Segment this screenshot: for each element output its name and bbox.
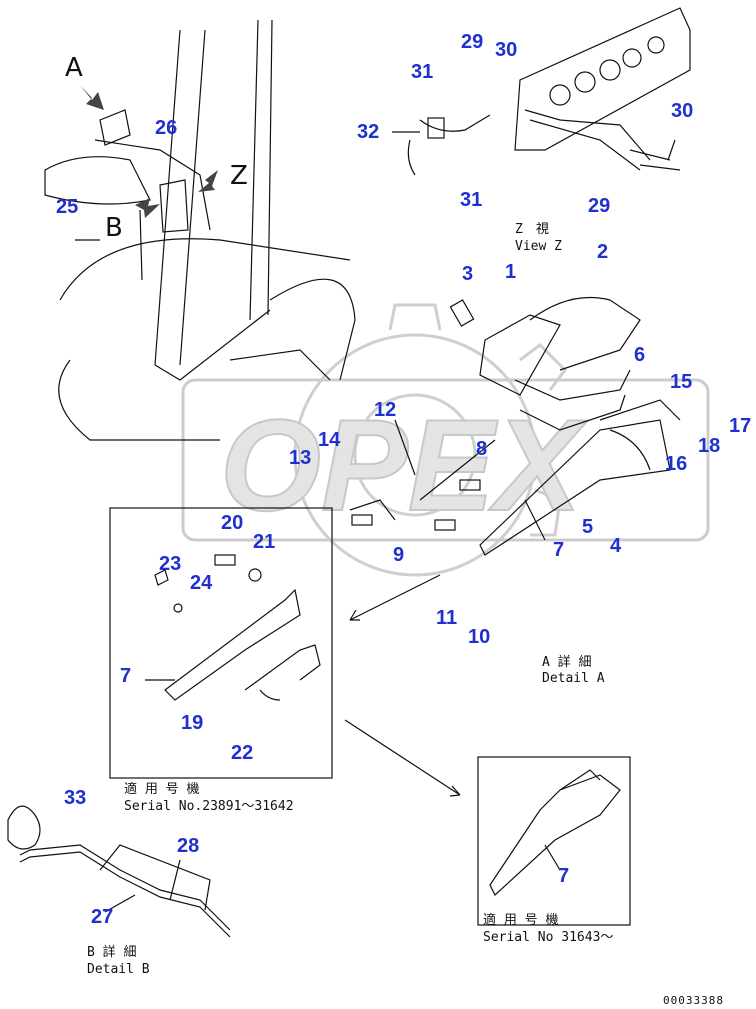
detail-box-serial-2 (477, 756, 631, 926)
callout-24: 24 (190, 572, 213, 594)
detail-b-drawing (7, 805, 231, 938)
callout-10: 10 (468, 626, 491, 648)
arrow-b (135, 198, 160, 218)
leader-7 (524, 499, 546, 541)
view-z-en: View Z (515, 239, 562, 254)
callout-14: 14 (318, 429, 341, 451)
letter-a: A (65, 53, 83, 83)
arrow-z (198, 170, 218, 192)
callout-5: 5 (582, 516, 594, 538)
watermark-frame (181, 378, 710, 542)
detail-a-jp: A 詳 細 (542, 655, 592, 670)
detail-box-serial-1 (109, 507, 333, 779)
leader-30b (667, 139, 676, 161)
callout-31a: 31 (411, 61, 434, 83)
callout-2: 2 (597, 241, 609, 263)
instrument-panel (407, 7, 691, 176)
callout-12: 12 (374, 399, 397, 421)
callout-23: 23 (159, 553, 182, 575)
leader-12 (394, 419, 416, 476)
callout-16: 16 (665, 453, 688, 475)
main-assembly (349, 296, 681, 556)
serial-2-en: Serial No 31643～ (483, 930, 614, 945)
callout-21: 21 (253, 531, 276, 553)
callout-22: 22 (231, 742, 254, 764)
callout-19: 19 (181, 712, 204, 734)
view-z-jp: Z 視 (515, 222, 549, 237)
callout-7b: 7 (120, 665, 132, 687)
serial-1-jp: 適 用 号 機 (124, 782, 200, 797)
callout-8: 8 (476, 438, 488, 460)
callout-33: 33 (64, 787, 87, 809)
callout-17: 17 (729, 415, 752, 437)
arrow-a (80, 85, 104, 110)
callout-26: 26 (155, 117, 178, 139)
serial-1-en: Serial No.23891～31642 (124, 799, 294, 814)
arrow-to-serial-1 (349, 574, 441, 621)
callout-18: 18 (698, 435, 721, 457)
detail-b-jp: B 詳 細 (87, 945, 137, 960)
detail-b-en: Detail B (87, 962, 150, 977)
callout-4: 4 (610, 535, 622, 557)
callout-20: 20 (221, 512, 244, 534)
callout-11: 11 (436, 607, 458, 629)
callout-15: 15 (670, 371, 693, 393)
arrow-to-serial-2 (344, 719, 461, 797)
bracket-new (489, 769, 621, 896)
serial-2-jp: 適 用 号 機 (483, 913, 559, 928)
letter-b: B (105, 213, 123, 243)
drawing-code: 00033388 (663, 994, 724, 1007)
callout-25: 25 (56, 196, 79, 218)
callout-6: 6 (634, 344, 646, 366)
callout-27: 27 (91, 906, 114, 928)
callout-28: 28 (177, 835, 200, 857)
bracket-old (145, 554, 321, 701)
watermark-text: OPEX (220, 392, 589, 538)
callout-32: 32 (357, 121, 380, 143)
callout-1: 1 (505, 261, 517, 283)
callout-7a: 7 (553, 539, 565, 561)
callout-13: 13 (289, 447, 312, 469)
cab-overview (44, 19, 356, 441)
callout-7c: 7 (558, 865, 570, 887)
callout-30b: 30 (671, 100, 694, 122)
detail-a-en: Detail A (542, 671, 605, 686)
callout-29b: 29 (588, 195, 611, 217)
letter-z: Z (230, 161, 248, 191)
callout-3: 3 (462, 263, 474, 285)
callout-9: 9 (393, 544, 405, 566)
callout-29a: 29 (461, 31, 484, 53)
callout-31b: 31 (460, 189, 483, 211)
callout-30a: 30 (495, 39, 518, 61)
